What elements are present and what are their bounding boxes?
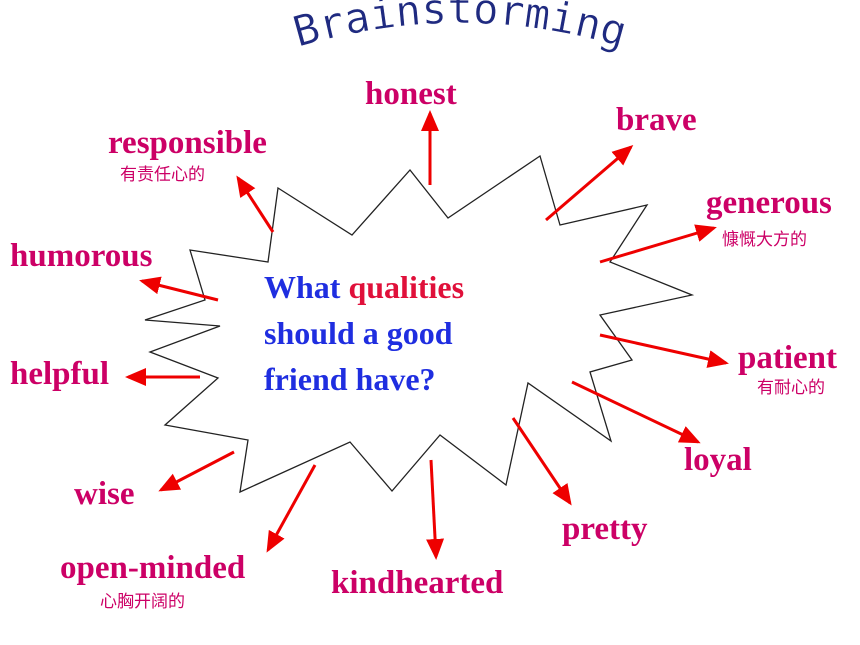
quality-responsible: responsible [108, 125, 267, 161]
burst-shape [144, 154, 695, 494]
quality-pretty: pretty [562, 511, 648, 547]
arrow-brave [545, 145, 634, 222]
quality-brave: brave [616, 102, 697, 138]
arrow-kindhearted [426, 459, 445, 560]
quality-loyal: loyal [684, 442, 752, 478]
question-line-3: friend have? [264, 361, 436, 397]
question-part-1: What [264, 269, 349, 305]
arrow-wise [158, 450, 235, 492]
arrow-humorous [139, 276, 219, 302]
arrows-group [125, 110, 729, 560]
quality-wise: wise [74, 476, 135, 512]
arrow-open-minded [266, 464, 317, 553]
arrow-generous [599, 224, 717, 264]
quality-helpful: helpful [10, 356, 110, 392]
quality-responsible-cn: 有责任心的 [120, 165, 205, 185]
question-highlight: qualities [348, 269, 465, 305]
question-line-2: should a good [264, 315, 453, 351]
quality-kindhearted: kindhearted [331, 565, 504, 601]
arrow-responsible [236, 175, 275, 233]
question-line-1: What qualities [264, 264, 464, 310]
quality-open-minded: open-minded [60, 550, 246, 586]
quality-open-minded-cn: 心胸开阔的 [100, 592, 185, 612]
quality-generous: generous [706, 185, 832, 221]
quality-humorous: humorous [10, 238, 153, 274]
quality-patient-cn: 有耐心的 [757, 378, 825, 398]
quality-honest: honest [365, 76, 457, 112]
page-title: Brainstorming [288, 0, 633, 57]
quality-patient: patient [738, 340, 837, 376]
central-question: What qualities should a good friend have… [264, 264, 464, 402]
arrow-pretty [511, 417, 572, 506]
arrow-patient [599, 333, 729, 368]
quality-generous-cn: 慷慨大方的 [722, 230, 807, 250]
arrow-loyal [571, 380, 701, 444]
